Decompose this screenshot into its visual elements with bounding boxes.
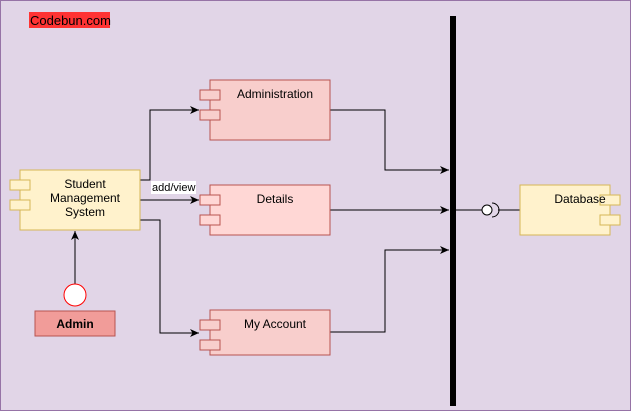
administration-label: Administration: [237, 87, 313, 101]
component-port: [199, 214, 221, 226]
edge-my-account-to-bus: [330, 246, 449, 333]
component-student-management-system[interactable]: Student Management System: [9, 169, 141, 231]
edge-sms-to-my-account: [140, 219, 199, 337]
database-label: Database: [554, 192, 606, 206]
interface-ball: [481, 204, 493, 216]
component-port: [199, 194, 221, 206]
watermark-text: Codebun.com: [30, 13, 111, 28]
admin-box: [34, 310, 116, 337]
component-details[interactable]: Details: [199, 184, 331, 236]
sms-label-line2: Management: [50, 191, 121, 205]
component-port: [199, 89, 221, 101]
system-bus: [450, 16, 456, 406]
edge-sms-to-administration: [140, 106, 199, 181]
sms-label-line3: System: [65, 205, 105, 219]
component-port: [199, 319, 221, 331]
my-account-label: My Account: [244, 317, 307, 331]
component-port: [9, 179, 31, 191]
actor-head-icon: [63, 283, 87, 307]
component-my-account[interactable]: My Account: [199, 309, 331, 356]
interface-socket: [491, 202, 500, 218]
component-database[interactable]: Database: [519, 184, 621, 236]
component-port: [9, 199, 31, 211]
edge-administration-to-bus: [330, 109, 449, 174]
sms-label-line1: Student: [64, 177, 106, 191]
component-administration[interactable]: Administration: [199, 79, 331, 141]
connectors: [71, 106, 520, 337]
add-view-label: add/view: [152, 182, 195, 194]
component-port: [199, 109, 221, 121]
component-port: [599, 214, 621, 226]
add-view-label-background: [151, 181, 196, 194]
actor-admin[interactable]: Admin: [34, 283, 116, 337]
component-port: [199, 339, 221, 351]
admin-label: Admin: [56, 317, 93, 331]
details-label: Details: [257, 192, 294, 206]
watermark-background: [29, 12, 110, 28]
component-port: [599, 194, 621, 206]
